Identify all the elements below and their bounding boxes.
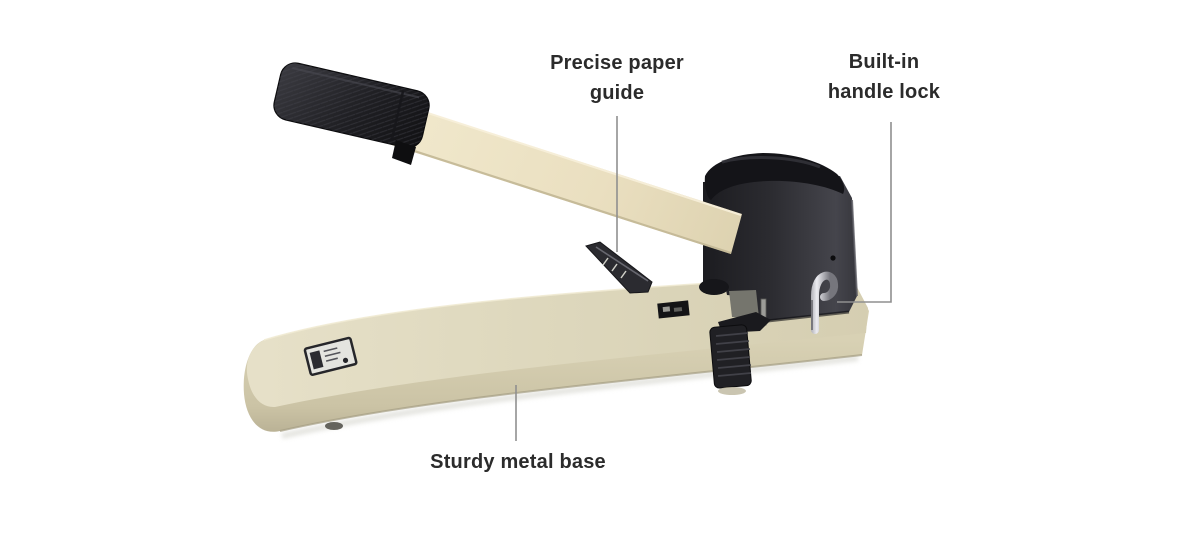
metal-base-top: [246, 274, 868, 408]
label-line: guide: [589, 82, 645, 104]
base-foot: [325, 422, 343, 430]
label-precise-paper-guide: Precise paper guide: [505, 48, 729, 108]
punch-mechanism: [729, 290, 759, 318]
clamp-knob: [709, 312, 771, 395]
head-pivot-dot: [830, 255, 836, 261]
head-edge-highlight: [851, 199, 858, 297]
lever-arm-top-highlight: [390, 100, 742, 216]
punch-head-cap-highlight: [721, 156, 821, 169]
handle-grip: [273, 62, 430, 149]
punch-die-hole: [657, 300, 690, 319]
label-line: Precise paper: [550, 52, 684, 74]
label-line: handle lock: [827, 81, 941, 103]
label-line: Sturdy metal base: [430, 451, 606, 473]
base-bottom-edge: [279, 354, 863, 432]
base-shadow: [281, 355, 859, 439]
handle-grip-lip: [392, 140, 416, 165]
handle-lock-pin: [811, 271, 839, 334]
leader-line-handle-lock: [837, 122, 892, 303]
head-foot: [699, 279, 729, 295]
label-built-in-handle-lock: Built-in handle lock: [772, 47, 996, 107]
paper-guide-ruler: [585, 241, 653, 294]
head-bottom-shadow: [757, 310, 850, 324]
lever-arm-bottom-shadow: [379, 138, 732, 255]
label-line: Built-in: [848, 51, 920, 73]
label-sturdy-metal-base: Sturdy metal base: [388, 447, 648, 477]
brand-sticker: [303, 336, 358, 376]
lever-arm: [379, 100, 742, 254]
